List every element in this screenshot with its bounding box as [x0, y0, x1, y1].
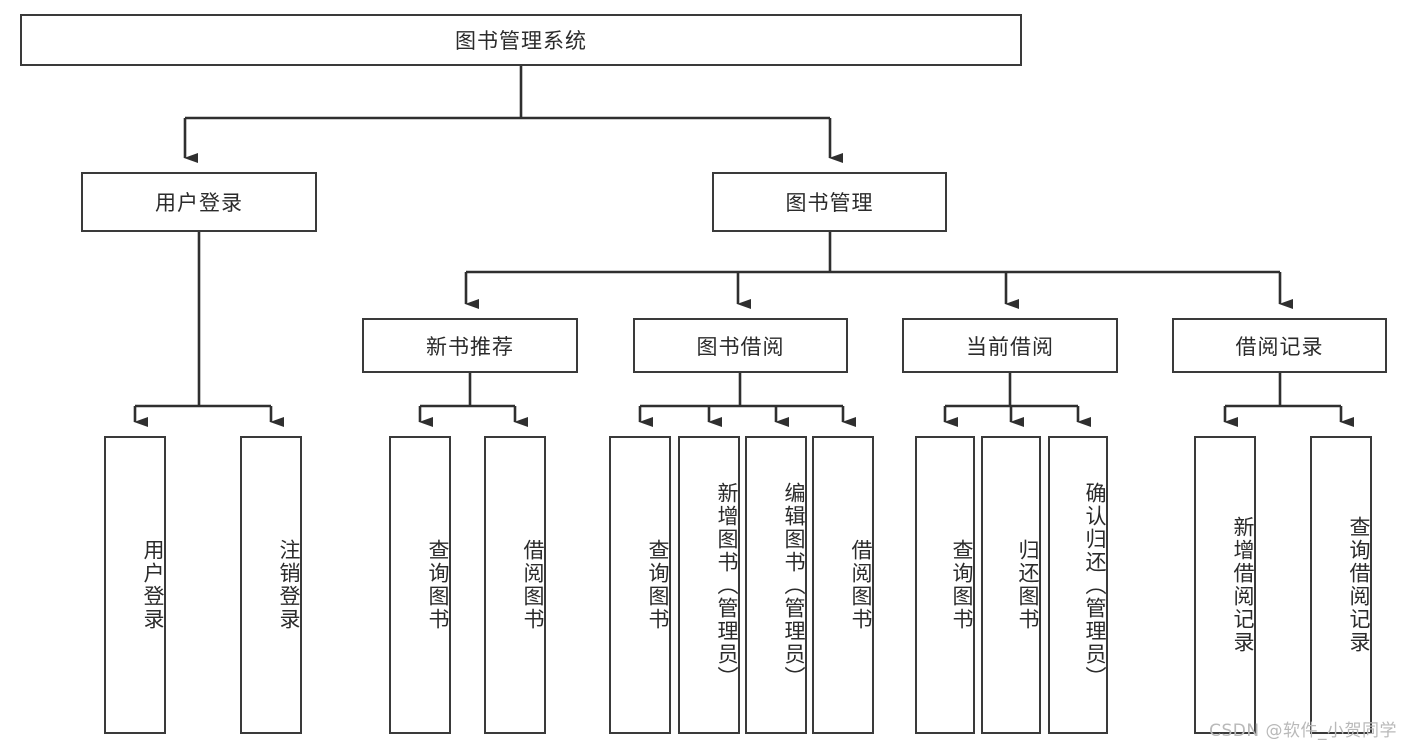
- node-new-book-recommend-label: 新书推荐: [426, 334, 514, 359]
- node-leaf-query-book-borrow[interactable]: 查询图书: [609, 436, 671, 734]
- node-leaf-query-book-borrow-label: 查询图书: [646, 539, 670, 631]
- node-current-borrow[interactable]: 当前借阅: [902, 318, 1118, 373]
- node-leaf-query-book-current[interactable]: 查询图书: [915, 436, 975, 734]
- node-leaf-confirm-return-admin[interactable]: 确认归还（管理员）: [1048, 436, 1108, 734]
- node-leaf-user-login-label: 用户登录: [141, 539, 165, 631]
- node-leaf-query-borrow-record-label: 查询借阅记录: [1347, 516, 1371, 654]
- node-new-book-recommend[interactable]: 新书推荐: [362, 318, 578, 373]
- node-leaf-user-login[interactable]: 用户登录: [104, 436, 166, 734]
- node-root-label: 图书管理系统: [455, 29, 587, 53]
- node-borrow-record-label: 借阅记录: [1235, 334, 1324, 359]
- node-current-borrow-label: 当前借阅: [966, 334, 1054, 359]
- node-leaf-logout-login-label: 注销登录: [277, 539, 301, 631]
- node-leaf-query-borrow-record[interactable]: 查询借阅记录: [1310, 436, 1372, 734]
- node-leaf-add-book-admin[interactable]: 新增图书（管理员）: [678, 436, 740, 734]
- node-root[interactable]: 图书管理系统: [20, 14, 1022, 66]
- node-book-borrow-label: 图书借阅: [696, 334, 785, 359]
- node-leaf-logout-login[interactable]: 注销登录: [240, 436, 302, 734]
- node-leaf-return-book-label: 归还图书: [1016, 539, 1040, 631]
- node-leaf-edit-book-admin[interactable]: 编辑图书（管理员）: [745, 436, 807, 734]
- node-leaf-query-book-recommend[interactable]: 查询图书: [389, 436, 451, 734]
- node-leaf-add-book-admin-label: 新增图书（管理员）: [715, 481, 739, 689]
- node-borrow-record[interactable]: 借阅记录: [1172, 318, 1387, 373]
- node-leaf-borrow-book[interactable]: 借阅图书: [812, 436, 874, 734]
- node-leaf-edit-book-admin-label: 编辑图书（管理员）: [782, 481, 806, 689]
- node-leaf-add-borrow-record-label: 新增借阅记录: [1231, 516, 1255, 654]
- node-leaf-borrow-book-recommend[interactable]: 借阅图书: [484, 436, 546, 734]
- node-book-management[interactable]: 图书管理: [712, 172, 947, 232]
- node-leaf-query-book-current-label: 查询图书: [950, 539, 974, 631]
- node-leaf-query-book-recommend-label: 查询图书: [426, 539, 450, 631]
- csdn-watermark: CSDN @软件_小贺同学: [1209, 721, 1397, 741]
- node-leaf-add-borrow-record[interactable]: 新增借阅记录: [1194, 436, 1256, 734]
- node-user-login[interactable]: 用户登录: [81, 172, 317, 232]
- node-book-management-label: 图书管理: [785, 191, 874, 215]
- node-leaf-return-book[interactable]: 归还图书: [981, 436, 1041, 734]
- node-leaf-borrow-book-recommend-label: 借阅图书: [521, 539, 545, 631]
- node-leaf-confirm-return-admin-label: 确认归还（管理员）: [1083, 481, 1107, 689]
- node-user-login-label: 用户登录: [155, 191, 243, 215]
- node-leaf-borrow-book-label: 借阅图书: [849, 539, 873, 631]
- node-book-borrow[interactable]: 图书借阅: [633, 318, 848, 373]
